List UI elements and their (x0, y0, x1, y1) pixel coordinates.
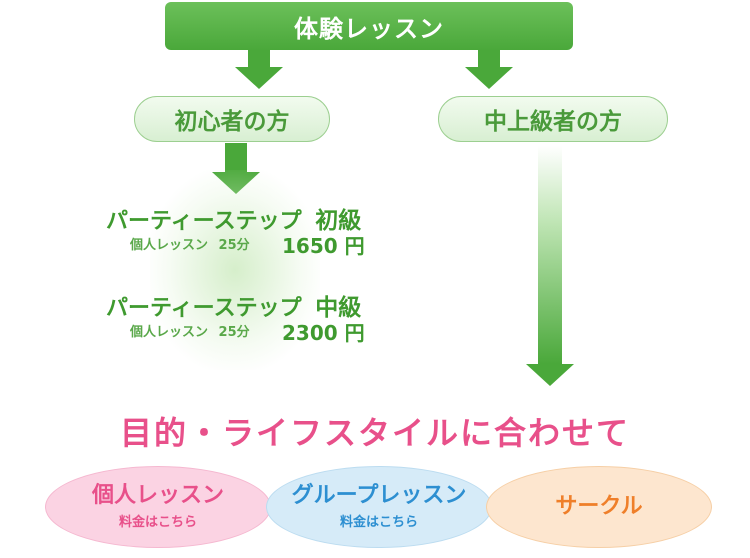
arrow-left-stem (248, 50, 270, 68)
private-lesson-price-link[interactable]: 料金はこちら (118, 514, 197, 530)
course-1-price: 1650 円 (282, 234, 365, 258)
arrow-beginner-stem (225, 143, 247, 173)
course-glow (150, 170, 320, 370)
intermediate-pill: 中上級者の方 (438, 96, 668, 142)
course-1-title: パーティーステップ 初級 (106, 201, 361, 235)
course-1-name: パーティーステップ (106, 209, 302, 234)
course-1-duration: 25分 (218, 238, 250, 253)
private-lesson-title: 個人レッスン (91, 483, 224, 509)
arrow-right-down-icon (465, 67, 513, 89)
course-2-lesson: 個人レッスン 25分 (130, 321, 250, 340)
group-lesson-price-link[interactable]: 料金はこちら (339, 514, 418, 530)
group-lesson-title: グループレッスン (291, 483, 467, 509)
course-1-level: 初級 (315, 208, 362, 234)
course-1-lesson-type: 個人レッスン (130, 238, 209, 253)
arrow-intermediate-down-icon (526, 364, 574, 386)
trial-lesson-banner: 体験レッスン (165, 2, 573, 50)
course-2-name: パーティーステップ (106, 296, 302, 321)
arrow-left-down-icon (235, 67, 283, 89)
arrow-right-stem (478, 50, 500, 68)
course-2-level: 中級 (315, 295, 362, 321)
course-2-lesson-type: 個人レッスン (130, 325, 209, 340)
private-lesson-oval[interactable]: 個人レッスン 料金はこちら (45, 466, 271, 548)
beginner-pill: 初心者の方 (134, 96, 330, 142)
group-lesson-oval[interactable]: グループレッスン 料金はこちら (266, 466, 492, 548)
arrow-intermediate-stem (538, 146, 562, 364)
headline: 目的・ライフスタイルに合わせて (119, 414, 630, 452)
course-2-price: 2300 円 (282, 321, 365, 345)
course-2-duration: 25分 (218, 325, 250, 340)
course-2-title: パーティーステップ 中級 (106, 288, 361, 322)
circle-title: サークル (555, 493, 643, 519)
circle-oval[interactable]: サークル (486, 466, 712, 548)
course-1-lesson: 個人レッスン 25分 (130, 234, 250, 253)
